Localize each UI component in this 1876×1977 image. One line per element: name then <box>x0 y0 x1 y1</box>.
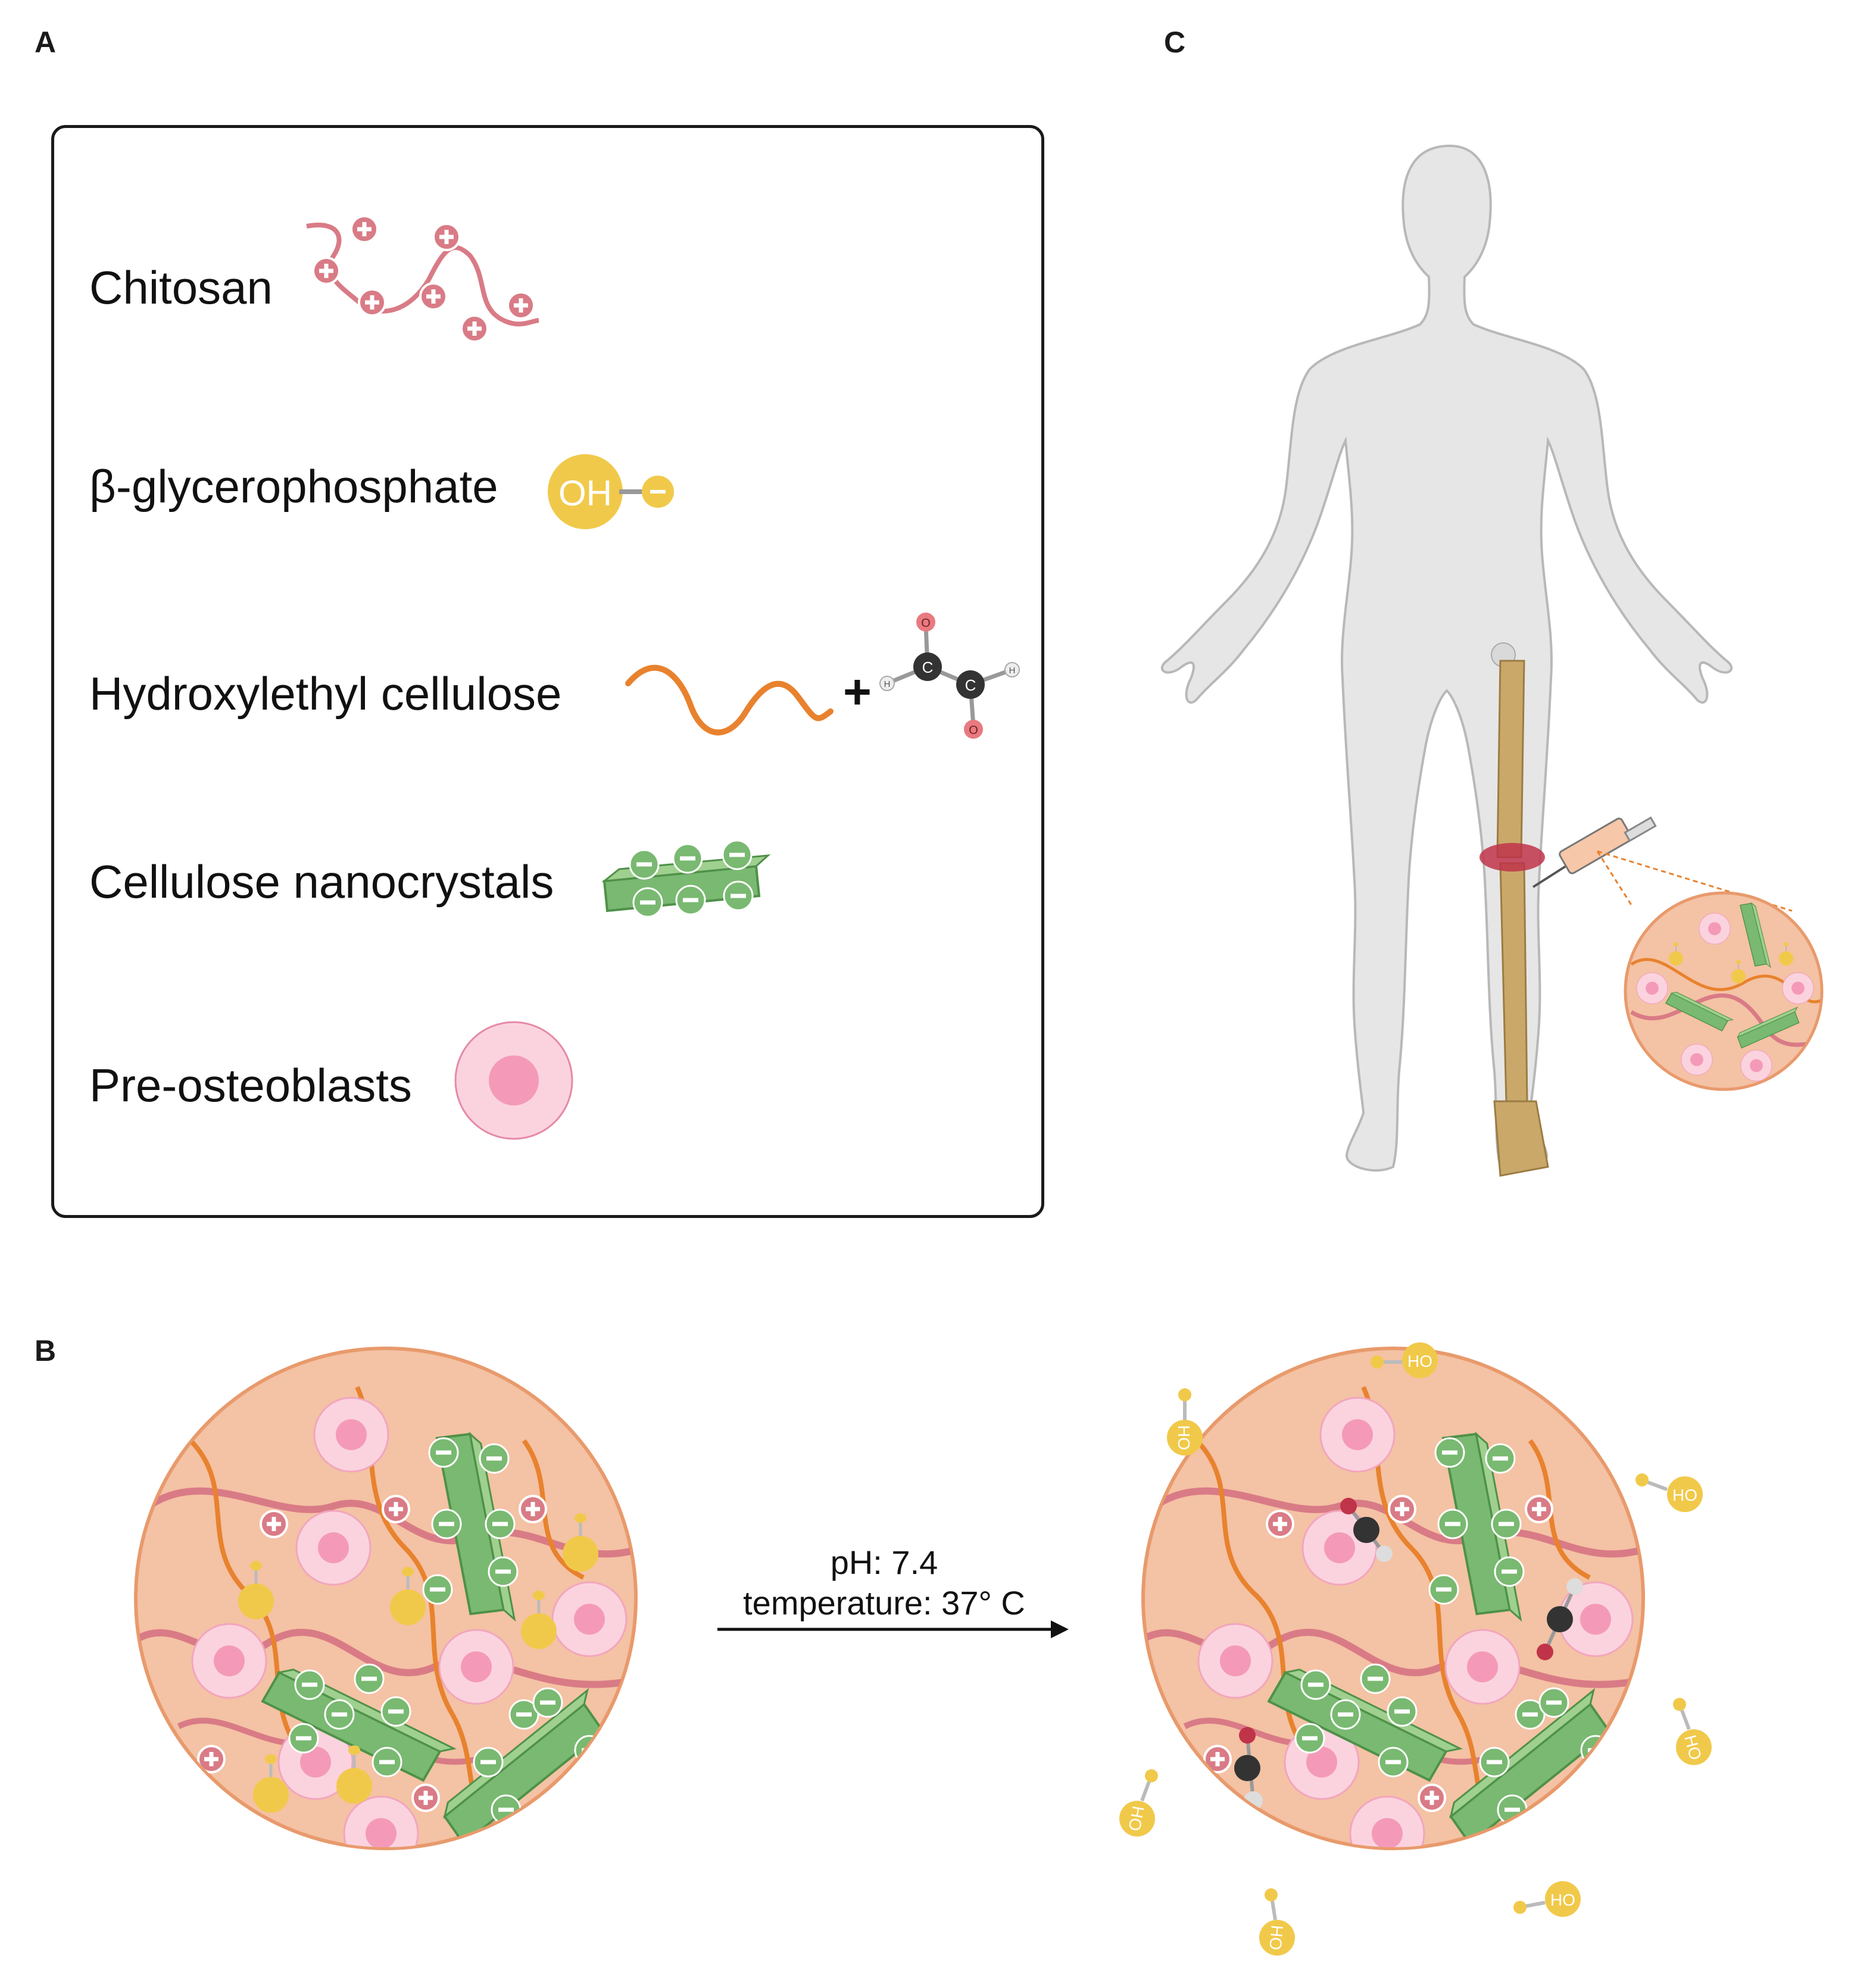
plus-sign: + <box>843 665 872 719</box>
svg-text:HO: HO <box>1407 1352 1432 1370</box>
condition-temperature: temperature: 37° C <box>743 1584 1025 1622</box>
chitosan-chain-icon <box>306 215 539 343</box>
nanocrystal-icon <box>601 839 771 918</box>
reaction-arrow <box>717 1620 1069 1638</box>
legend-label-nanocrystals: Cellulose nanocrystals <box>89 855 554 908</box>
glycerophosphate-icon-text: OH <box>558 473 612 513</box>
hydrogel-after <box>1141 1347 1645 1850</box>
svg-text:HO: HO <box>1125 1804 1148 1832</box>
hydrogen-label: H <box>1009 666 1016 676</box>
released-molecules: HO HO HO HO HO HO HO <box>1119 1342 1712 1956</box>
free-molecule: HO <box>1673 1698 1712 1765</box>
legend-label-hydroxyethyl-cellulose: Hydroxylethyl cellulose <box>89 667 562 720</box>
cellulose-chain-icon <box>625 664 834 736</box>
hydrogel-before <box>134 1347 638 1850</box>
free-molecule: HO <box>1119 1769 1158 1837</box>
free-molecule: HO <box>1259 1888 1295 1956</box>
condition-ph: pH: 7.4 <box>830 1544 938 1581</box>
glyoxal-molecule-icon: O C H C H O <box>879 613 1020 739</box>
carbon-label: C <box>965 676 976 694</box>
free-molecule: HO <box>1635 1473 1703 1512</box>
leg-bone <box>1479 642 1549 1177</box>
hydrogen-label: H <box>884 679 891 689</box>
panel-letter-c: C <box>1164 26 1186 59</box>
oxygen-label: O <box>969 724 978 737</box>
syringe-icon <box>1532 816 1657 888</box>
svg-text:HO: HO <box>1672 1486 1697 1504</box>
glycerophosphate-icon: OH <box>548 454 674 529</box>
legend-label-pre-osteoblasts: Pre-osteoblasts <box>89 1059 412 1111</box>
panel-letter-b: B <box>35 1334 57 1367</box>
carbon-label: C <box>922 658 934 676</box>
cell-icon <box>454 1021 573 1140</box>
legend-label-chitosan: Chitosan <box>89 261 273 314</box>
svg-text:HO: HO <box>1266 1925 1287 1951</box>
human-body-figure <box>1160 144 1733 1172</box>
legend-label-glycerophosphate: β-glycerophosphate <box>89 460 498 513</box>
free-molecule: HO <box>1513 1881 1581 1917</box>
mini-hydrogel-circle <box>1624 891 1824 1091</box>
svg-text:HO: HO <box>1175 1425 1193 1450</box>
panel-letter-a: A <box>35 26 57 59</box>
free-molecule: HO <box>1371 1342 1438 1378</box>
oxygen-label: O <box>921 617 931 630</box>
svg-text:HO: HO <box>1550 1891 1575 1909</box>
free-molecule: HO <box>1167 1388 1203 1456</box>
